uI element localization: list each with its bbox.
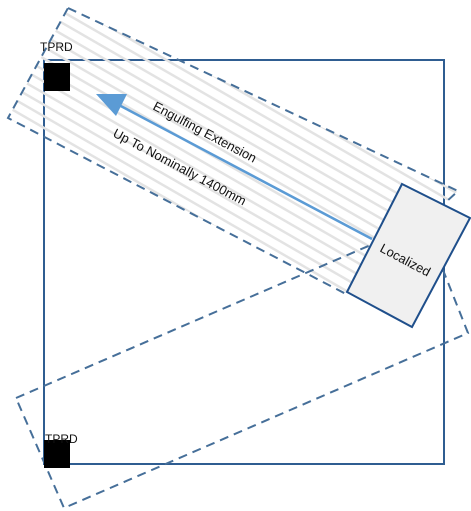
localized-box-border <box>345 182 471 329</box>
localized-box <box>347 184 470 327</box>
tprd-bottom-marker <box>44 440 70 468</box>
tprd-top-marker <box>44 63 70 91</box>
tprd-top-label: TPRD <box>40 40 73 54</box>
engulfing-zone-outline <box>6 6 460 296</box>
lower-zone-outline <box>14 220 470 510</box>
extension-arrow-head <box>96 94 127 116</box>
extension-arrow-shaft <box>116 102 373 241</box>
engulfing-zone-hatch <box>8 8 458 294</box>
tprd-bottom-label: TPRD <box>45 432 78 446</box>
